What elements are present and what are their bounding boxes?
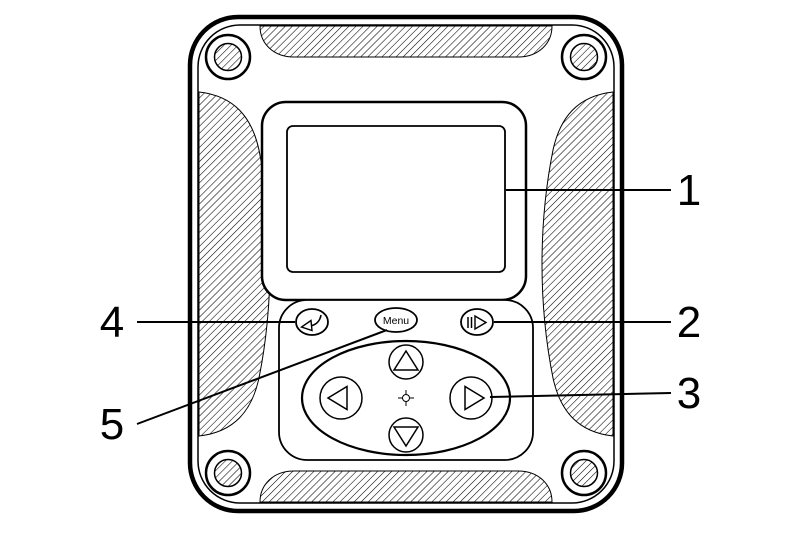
callout-1-label: 1 [677, 166, 701, 215]
callout-5: 5 [100, 329, 388, 449]
corner-screw-top-left [204, 33, 252, 81]
enter-button [460, 308, 494, 336]
return-arrow-icon [299, 314, 322, 332]
back-button [295, 308, 329, 336]
corner-screw-bottom-left [204, 449, 252, 497]
next-arrow-icon [467, 314, 488, 331]
corner-screw-top-right [560, 33, 608, 81]
grip-texture-bottom [259, 470, 553, 503]
callout-2: 2 [494, 298, 701, 347]
callout-2-label: 2 [677, 298, 701, 347]
callouts: 1 2 3 4 5 [100, 166, 701, 449]
callout-5-label: 5 [100, 400, 124, 449]
grip-texture-top [259, 25, 553, 58]
left-triangle-icon [326, 385, 348, 411]
menu-button: Menu [374, 307, 418, 333]
screen-display-area [286, 125, 506, 273]
keypad-panel: Menu [278, 299, 534, 461]
callout-4-label: 4 [100, 298, 124, 347]
up-triangle-icon [392, 349, 420, 371]
crosshair-icon [398, 390, 414, 406]
down-triangle-icon [392, 426, 420, 448]
right-triangle-icon [464, 385, 486, 411]
menu-button-label: Menu [383, 315, 409, 327]
callout-5-line [136, 329, 388, 425]
callout-3-label: 3 [677, 369, 701, 418]
callout-3-line [489, 392, 672, 398]
device-inner-border [197, 24, 615, 504]
grip-texture-right [541, 91, 614, 437]
callout-3: 3 [489, 369, 701, 418]
display-screen [260, 100, 528, 302]
corner-screw-bottom-right [560, 449, 608, 497]
dpad [300, 339, 512, 457]
callout-1: 1 [506, 166, 701, 215]
callout-4: 4 [100, 298, 295, 347]
